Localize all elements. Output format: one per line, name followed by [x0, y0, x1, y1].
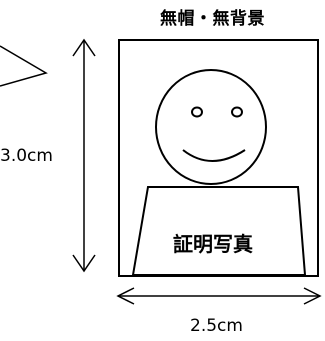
width-arrow — [116, 287, 322, 305]
left-eye — [191, 106, 203, 118]
right-eye — [231, 106, 243, 118]
speech-bubble-pointer — [0, 45, 48, 87]
smile-mouth — [182, 149, 246, 162]
width-dimension-label: 2.5cm — [190, 316, 243, 336]
caption-no-hat-no-background: 無帽・無背景 — [160, 9, 265, 29]
height-dimension-label: 3.0cm — [0, 146, 53, 166]
body-trapezoid — [131, 186, 307, 276]
face-outline — [155, 69, 267, 185]
height-arrow — [72, 38, 96, 273]
id-photo-label: 証明写真 — [173, 232, 253, 256]
